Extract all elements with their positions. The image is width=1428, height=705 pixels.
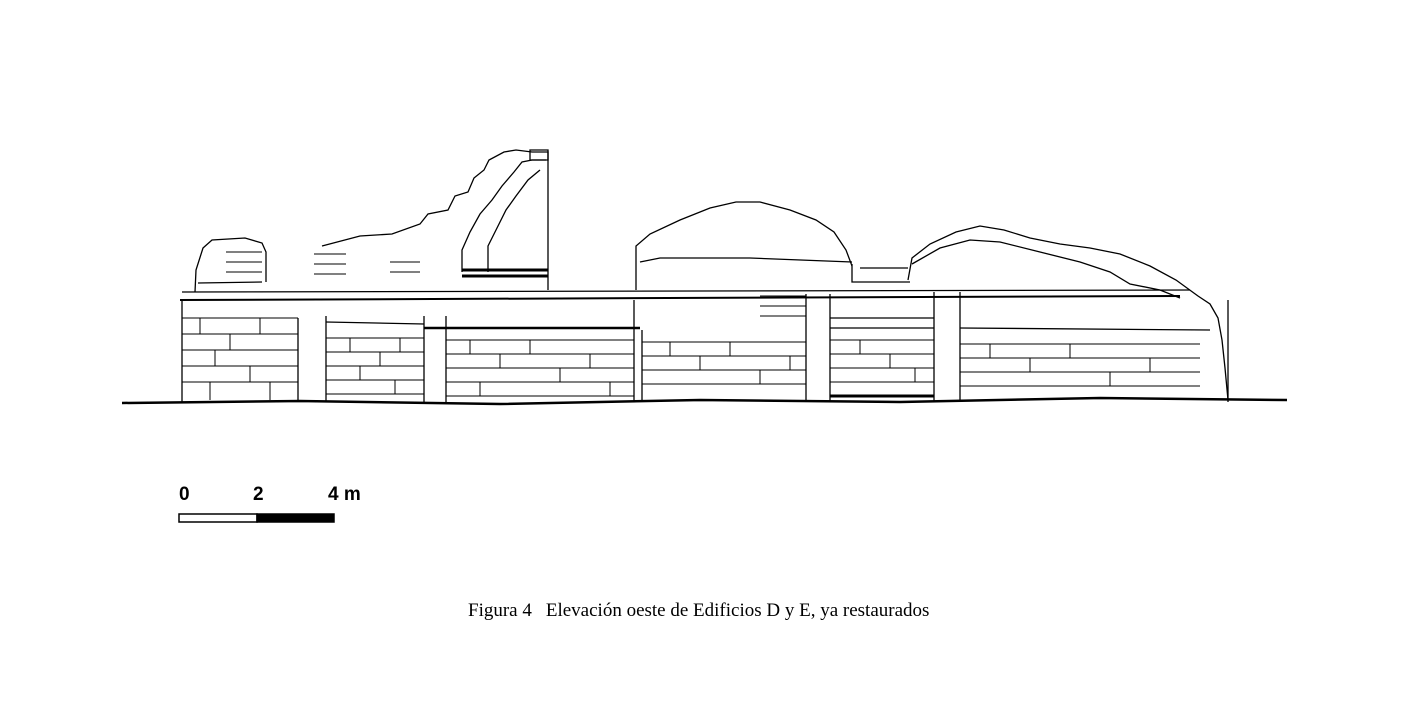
figure-caption: Figura 4 Elevación oeste de Edificios D y… [468, 600, 929, 622]
figure-title: Elevación oeste de Edificios D y E, ya r… [545, 600, 930, 621]
main-wall [179, 289, 1229, 402]
scale-bar [178, 513, 335, 523]
ground-line [121, 396, 1288, 406]
scale-bar-black-segment [256, 513, 335, 523]
figure-number: Figura 4 [468, 600, 532, 621]
scale-label-0: 0 [179, 484, 190, 505]
scale-label-2: 2 [253, 484, 264, 505]
upper-ruins [194, 149, 1229, 401]
scale-label-4m: 4 m [328, 484, 361, 505]
scale-bar-white-segment [178, 513, 258, 523]
masonry-pattern [182, 251, 1200, 400]
